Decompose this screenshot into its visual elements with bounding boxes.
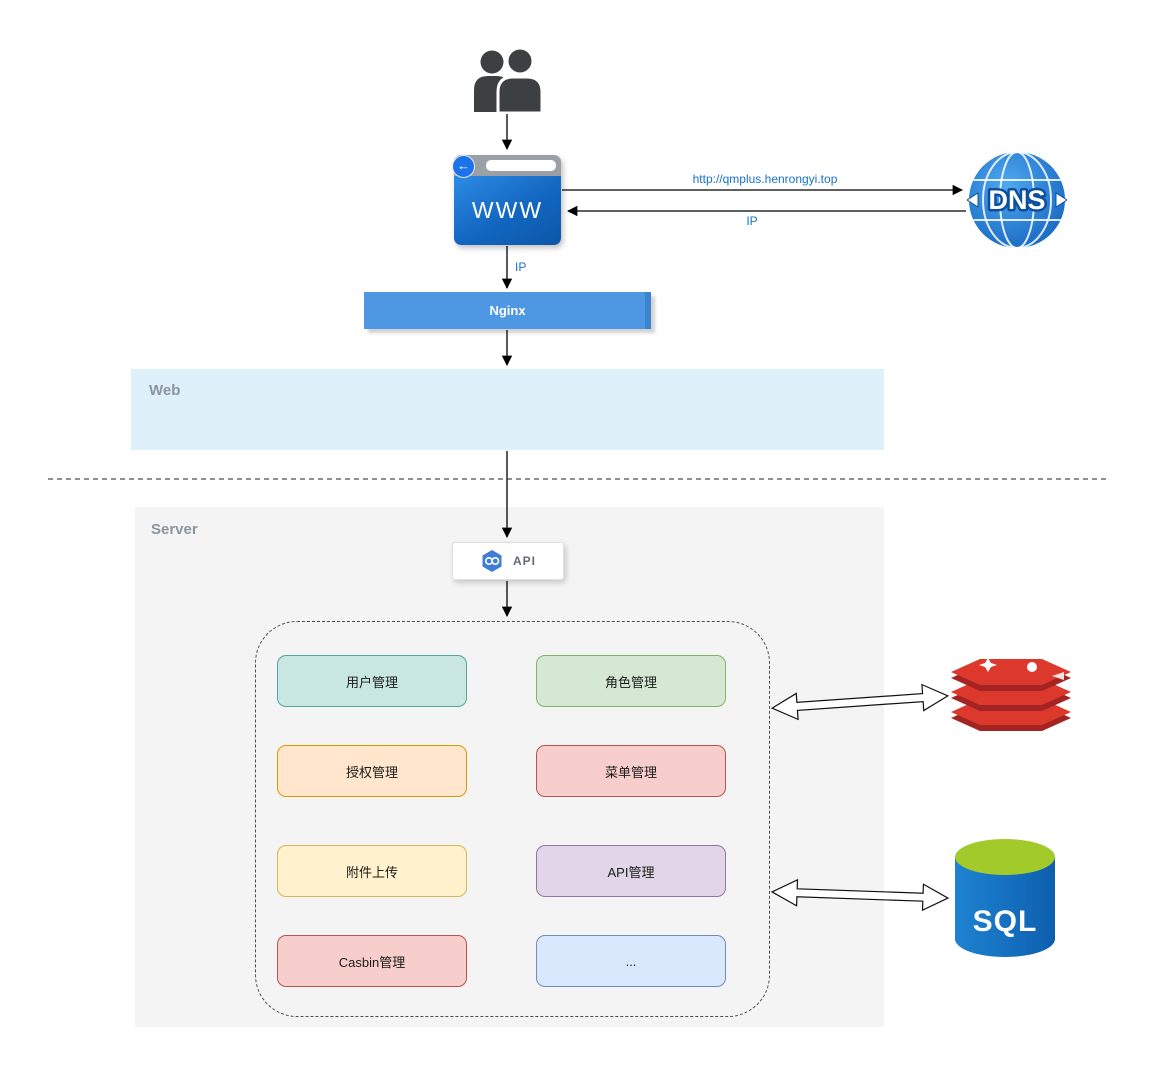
module-auth-mgmt: 授权管理: [277, 745, 467, 797]
server-section-label: Server: [151, 521, 198, 538]
module-label: ...: [625, 953, 637, 969]
browser-body: WWW: [454, 176, 561, 245]
module-user-mgmt: 用户管理: [277, 655, 467, 707]
nginx-label: Nginx: [489, 303, 526, 318]
module-more: ...: [536, 935, 726, 987]
edge-label-dns-request: http://qmplus.henrongyi.top: [692, 172, 838, 186]
users-icon: [468, 46, 548, 115]
module-casbin-mgmt: Casbin管理: [277, 935, 467, 987]
module-label: 附件上传: [345, 864, 398, 880]
module-file-upload: 附件上传: [277, 845, 467, 897]
module-menu-mgmt: 菜单管理: [536, 745, 726, 797]
module-role-mgmt: 角色管理: [536, 655, 726, 707]
dns-node: DNS: [966, 150, 1068, 250]
api-label: API: [512, 554, 536, 568]
browser-back-icon: ←: [452, 155, 475, 178]
redis-icon: [948, 650, 1074, 736]
browser-node: ← WWW: [452, 155, 561, 245]
web-section-label: Web: [149, 382, 181, 399]
module-label: 授权管理: [345, 764, 398, 780]
api-node: API: [452, 542, 564, 580]
module-label: 菜单管理: [604, 764, 657, 780]
dns-label: DNS: [988, 185, 1045, 215]
server-section: Server: [135, 507, 884, 1027]
module-label: API管理: [607, 864, 655, 880]
api-hexagon-icon: [482, 550, 502, 572]
sql-label: SQL: [973, 905, 1038, 938]
nginx-node: Nginx: [364, 292, 651, 329]
edge-label-browser-nginx: IP: [515, 260, 527, 274]
browser-address-bar: [486, 160, 556, 171]
module-label: 用户管理: [345, 674, 398, 690]
modules-container: [255, 621, 770, 1017]
module-label: 角色管理: [604, 674, 657, 690]
sql-database-icon: SQL: [953, 833, 1057, 963]
edge-label-dns-response: IP: [746, 214, 758, 228]
web-section: Web: [131, 369, 884, 450]
module-label: Casbin管理: [338, 954, 406, 970]
module-api-mgmt: API管理: [536, 845, 726, 897]
browser-label: WWW: [471, 197, 544, 223]
